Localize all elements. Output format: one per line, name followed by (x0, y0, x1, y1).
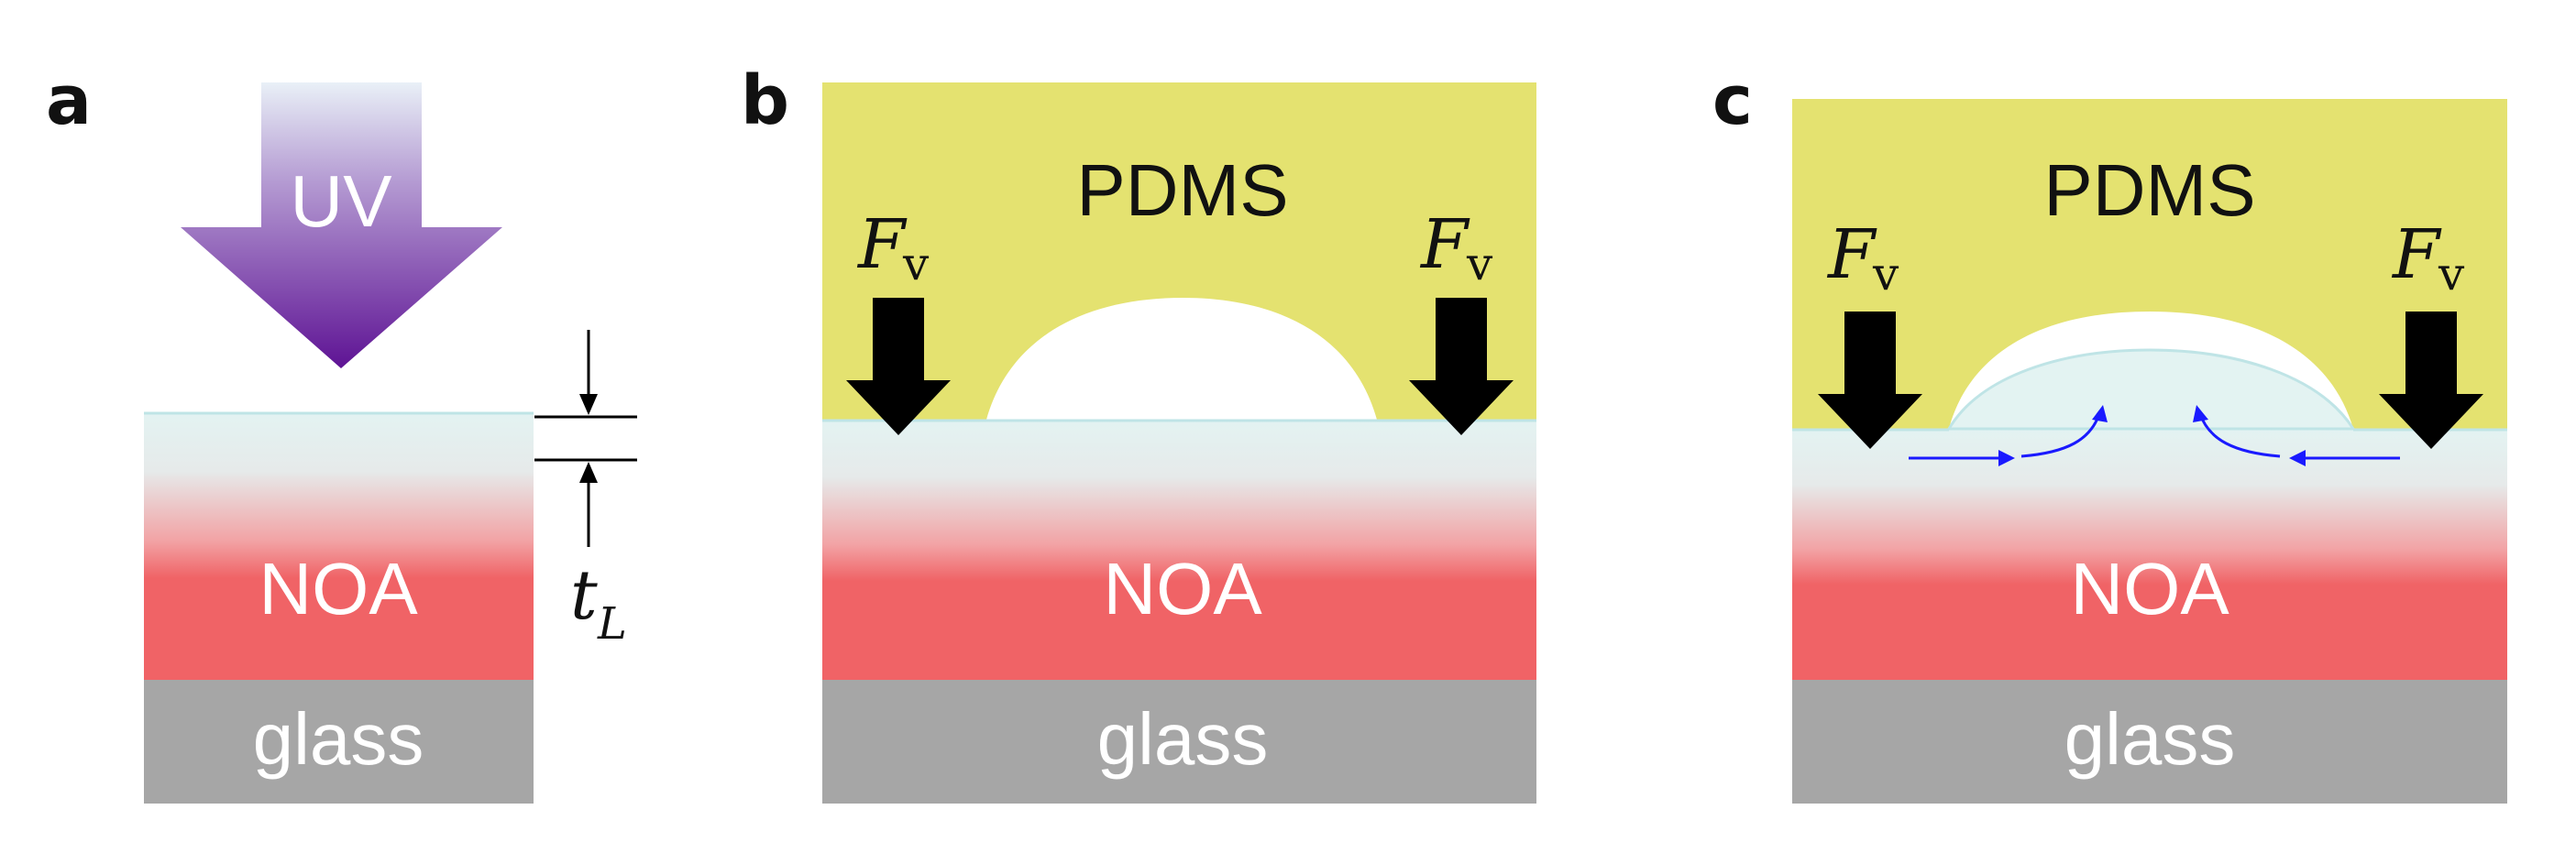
glass-substrate (822, 680, 1536, 804)
noa-layer (822, 420, 1536, 680)
thickness-arrowhead-top (579, 394, 598, 415)
force-left-subscript: v (1872, 247, 1899, 301)
thickness-symbol: t (570, 556, 598, 635)
flow-arrows (1909, 413, 2400, 460)
noa-label: NOA (2070, 548, 2229, 629)
panel-a: a UV NOA glass t L (46, 61, 637, 804)
flow-head-left-straight (1998, 450, 2015, 466)
flow-arrow-left-curve (2020, 413, 2101, 458)
uv-label: UV (290, 160, 392, 242)
panel-b: b PDMS NOA glass F v F v (741, 61, 1536, 804)
force-right-subscript: v (2438, 247, 2465, 301)
glass-label: glass (1097, 698, 1269, 780)
glass-substrate (1792, 680, 2507, 804)
force-arrow-left (1818, 312, 1922, 449)
force-right-subscript: v (1466, 237, 1493, 290)
force-left-symbol: F (856, 205, 908, 284)
force-right-symbol: F (2391, 215, 2442, 294)
flow-head-right-curve (2193, 405, 2208, 422)
pdms-label: PDMS (1076, 149, 1288, 231)
glass-label: glass (253, 698, 424, 780)
force-arrow-right (1409, 298, 1514, 435)
pdms-stamp (822, 82, 1536, 420)
panel-c: c PDMS NOA glass F v F v (1712, 61, 2507, 804)
noa-label: NOA (259, 548, 418, 629)
panel-b-letter: b (741, 61, 789, 140)
thickness-indicator (534, 330, 637, 547)
uv-arrow (181, 82, 502, 368)
noa-meniscus (1946, 348, 2356, 431)
panel-a-letter: a (46, 61, 92, 140)
force-left-subscript: v (902, 237, 930, 290)
thickness-subscript: L (597, 598, 627, 650)
panel-c-letter: c (1712, 61, 1753, 140)
glass-label: glass (2064, 698, 2236, 780)
flow-head-right-straight (2289, 450, 2306, 466)
pdms-stamp (1792, 99, 2507, 429)
force-right-symbol: F (1419, 205, 1470, 284)
force-arrow-right (2379, 312, 2483, 449)
force-arrow-left (846, 298, 951, 435)
pdms-label: PDMS (2043, 149, 2255, 231)
noa-layer (1792, 429, 2507, 680)
flow-arrowheads (1998, 405, 2306, 466)
thickness-arrowhead-bottom (579, 462, 598, 483)
noa-layer (144, 412, 534, 680)
flow-arrow-right-curve (2198, 413, 2281, 458)
glass-substrate (144, 680, 534, 804)
flow-head-left-curve (2092, 405, 2108, 422)
force-left-symbol: F (1826, 215, 1877, 294)
noa-label: NOA (1103, 548, 1262, 629)
